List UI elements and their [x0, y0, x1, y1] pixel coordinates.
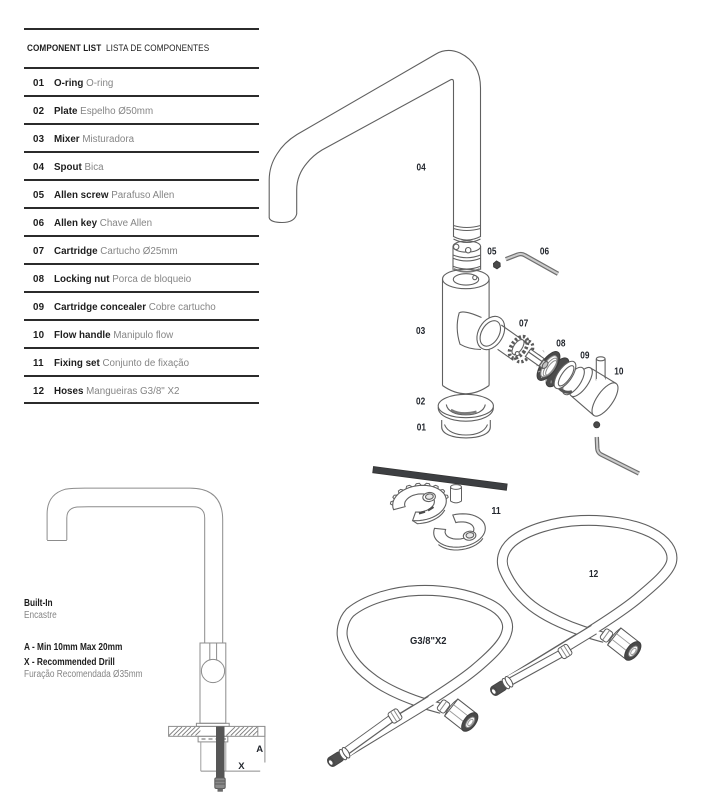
svg-text:G3/8"X2: G3/8"X2	[410, 636, 447, 647]
svg-text:10: 10	[614, 367, 624, 378]
svg-text:11: 11	[492, 506, 502, 517]
svg-text:07: 07	[519, 319, 529, 330]
svg-text:02: 02	[416, 396, 426, 407]
svg-text:06: 06	[540, 247, 550, 258]
svg-text:05: 05	[487, 247, 497, 258]
svg-text:A: A	[256, 744, 263, 755]
svg-text:09: 09	[580, 350, 590, 361]
svg-text:X: X	[238, 761, 245, 772]
svg-text:03: 03	[416, 326, 426, 337]
svg-text:12: 12	[589, 569, 599, 580]
svg-text:04: 04	[417, 162, 427, 173]
svg-text:08: 08	[556, 339, 566, 350]
svg-text:01: 01	[417, 422, 427, 433]
